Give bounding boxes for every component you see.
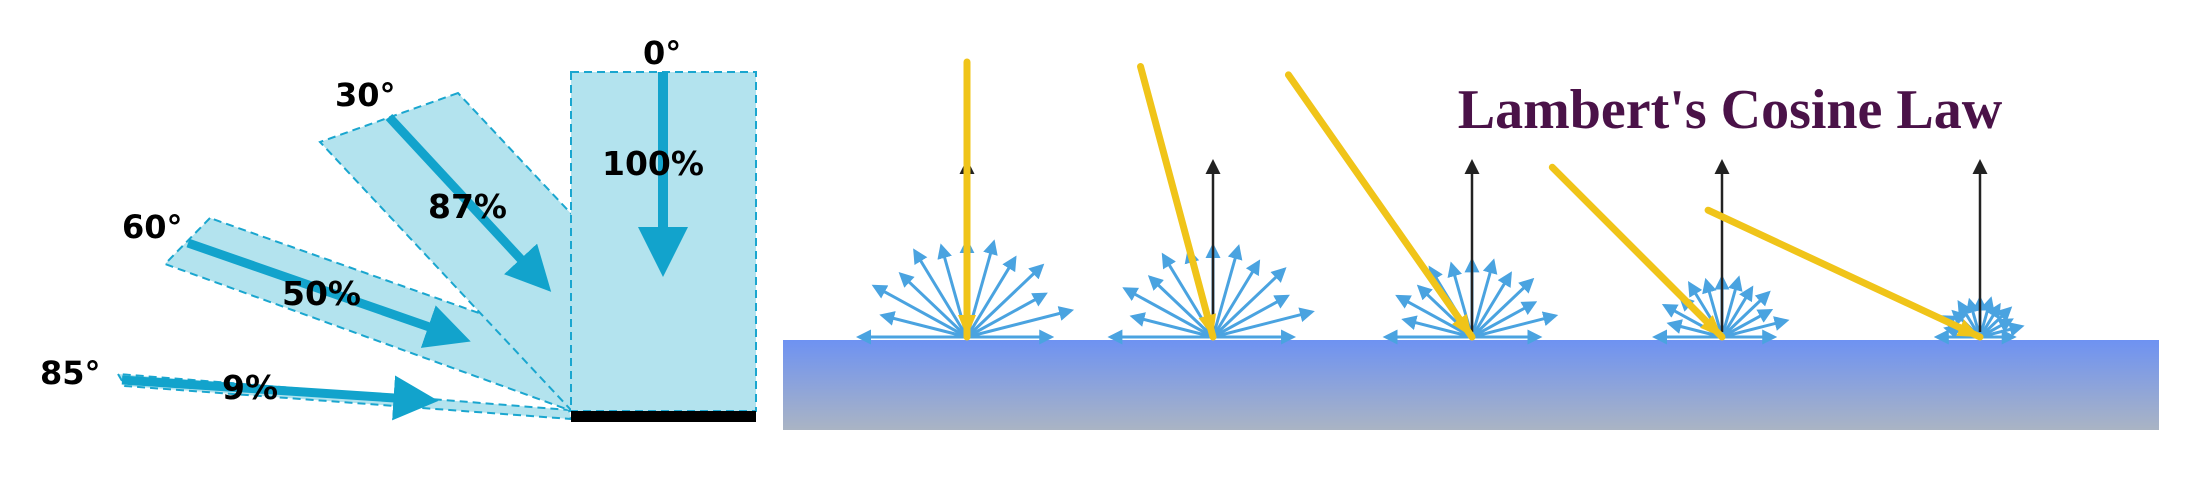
ray-group: [1284, 71, 1559, 345]
ray-group: [1107, 63, 1315, 345]
sun-ray: [1548, 163, 1726, 341]
scatter-arrow: [1720, 285, 1754, 338]
scatter-arrow: [965, 263, 1045, 339]
ray-group: [1548, 159, 1790, 345]
scatter-arrow: [1211, 267, 1287, 339]
sun-ray-head: [1700, 315, 1722, 337]
scatter-arrow: [1211, 244, 1243, 338]
scatter-arrow: [1212, 307, 1315, 339]
surface: [783, 340, 2159, 430]
beam-0: [570, 71, 757, 412]
beam-60-arrow: [186, 238, 471, 348]
scatter-arrow: [1471, 301, 1538, 339]
scatter-arrow: [1122, 287, 1214, 339]
scatter-arrow: [913, 248, 969, 338]
scatter-arrow: [966, 306, 1075, 339]
angle-label-30: 30°: [335, 76, 396, 114]
beam-30-arrow: [385, 113, 552, 292]
scatter-arrow: [1979, 318, 2014, 339]
sun-ray: [1704, 206, 1984, 341]
scatter-arrow: [1212, 294, 1290, 339]
scatter-arrow: [1721, 316, 1790, 339]
scatter-arrow: [1470, 258, 1498, 338]
scatter-arrow: [898, 272, 969, 339]
percent-label-0: 100%: [602, 144, 704, 183]
scatter-arrow: [1702, 277, 1724, 338]
title: Lambert's Cosine Law: [1458, 79, 2003, 141]
rays-layer: [856, 58, 2025, 345]
scatter-arrow: [871, 284, 968, 339]
scatter-arrow: [965, 255, 1017, 338]
scatter-arrow: [1470, 277, 1535, 339]
scatter-arrow: [1720, 290, 1771, 339]
scatter-arrow: [1211, 259, 1261, 338]
angle-label-60: 60°: [122, 208, 183, 246]
sun-ray-head: [1452, 313, 1472, 337]
scatter-arrow: [1666, 319, 1723, 339]
scatter-arrow: [1129, 312, 1214, 339]
scatter-arrow: [1978, 296, 1995, 338]
scatter-arrow: [1470, 271, 1512, 338]
ray-group: [1704, 159, 2025, 345]
scatter-arrow: [1471, 311, 1559, 339]
sun-ray-head: [958, 315, 976, 337]
percent-label-30: 87%: [428, 187, 507, 226]
scatter-arrow: [1401, 315, 1473, 339]
surface-panel: Lambert's Cosine Law: [783, 58, 2159, 430]
percent-label-60: 50%: [282, 274, 361, 313]
scatter-arrow: [1978, 302, 2001, 338]
beam-85-arrow: [121, 375, 439, 421]
scatter-arrow: [966, 292, 1048, 339]
scatter-arrow: [1395, 294, 1473, 339]
scatter-arrow: [879, 311, 968, 339]
scatter-arrow: [1147, 275, 1215, 339]
sun-ray-head: [1198, 313, 1216, 337]
scatter-arrow: [1720, 275, 1743, 338]
scatter-arrow: [1957, 299, 1982, 338]
sun-ray-head: [1956, 319, 1980, 337]
angle-label-85: 85°: [40, 354, 101, 392]
sun-ray: [1137, 63, 1217, 341]
ray-group: [856, 58, 1075, 345]
scatter-arrow: [1721, 308, 1774, 339]
beam-panel: 0° 30° 60° 85° 100% 87% 50% 9%: [40, 34, 759, 422]
percent-label-85: 9%: [222, 368, 278, 407]
surface-bar: [571, 411, 756, 422]
angle-label-0: 0°: [643, 34, 681, 72]
sun-ray: [1284, 71, 1476, 341]
scatter-arrow: [1978, 306, 2013, 339]
